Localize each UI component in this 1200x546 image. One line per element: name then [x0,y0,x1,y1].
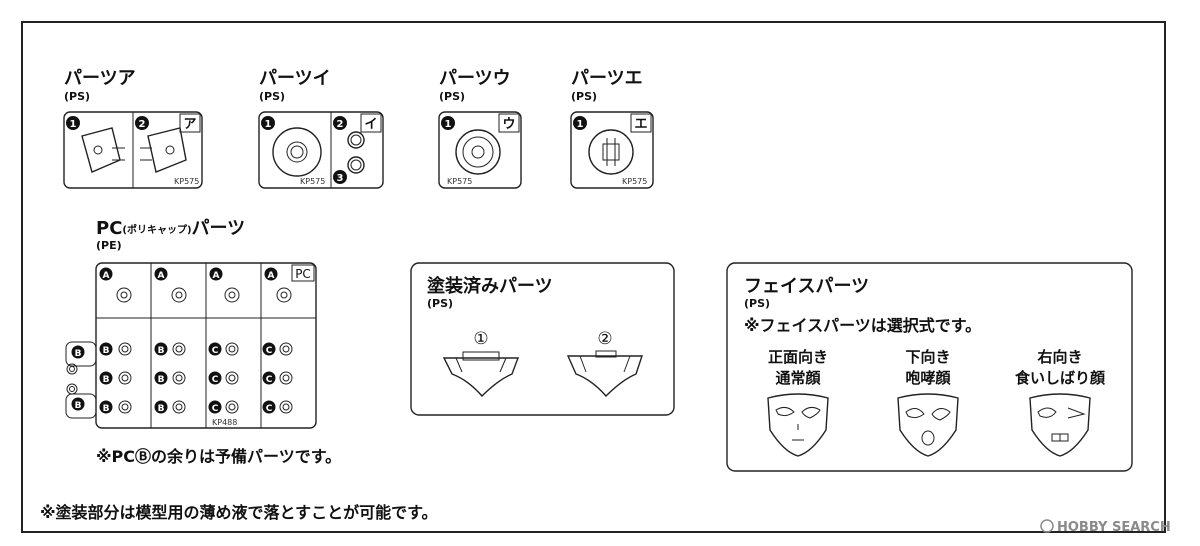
pc-tag: PC [295,267,311,281]
svg-text:C: C [212,404,219,414]
outer-frame [21,21,1166,533]
face-2-label-1: 下向き [905,348,950,366]
sprue-u: パーツウ (PS) 1 ウ KP575 [438,68,522,189]
sprue-e: パーツエ (PS) 1 エ KP575 [570,68,654,189]
pc-material: (PE) [96,239,122,252]
sprue-a-part-2 [147,127,187,173]
svg-text:B: B [75,401,82,411]
pc-bc-grid: B B B B B B C C C C C C [99,342,293,414]
painted-item-1-label: ① [473,329,488,349]
svg-text:B: B [158,346,165,356]
sprue-u-part-1 [455,129,501,175]
svg-text:A: A [158,271,165,281]
sprue-a: パーツア (PS) 1 2 ア KP575 [63,68,203,189]
watermark-logo-icon [1040,519,1054,533]
face-parts-frame [726,262,1133,472]
svg-text:1: 1 [70,119,77,130]
pc-spare-tabs: B B [65,341,97,419]
sprue-i-frame [258,111,384,189]
svg-text:A: A [268,271,275,281]
painted-parts-title: 塗装済みパーツ [427,275,553,297]
pc-code: KP488 [212,418,237,427]
face-parts-note: ※フェイスパーツは選択式です。 [744,316,981,335]
painted-part-1 [442,357,520,398]
pc-sprue: PC(ポリキャップ)パーツ (PE) PC A A A A B B B B B … [65,218,341,466]
svg-text:A: A [103,271,110,281]
painted-part-2 [566,355,643,398]
sprue-i-code: KP575 [300,177,325,186]
sprue-i-part-3 [347,156,365,174]
svg-text:2: 2 [337,119,344,130]
sprue-u-frame [438,111,522,189]
sprue-e-material: (PS) [571,90,597,103]
sprue-i-title: パーツイ [259,68,331,89]
svg-text:2: 2 [139,119,146,130]
painted-parts-panel: 塗装済みパーツ (PS) ① ② [410,262,675,416]
sprue-a-part-1 [81,127,121,173]
svg-text:C: C [266,404,273,414]
sprue-a-title: パーツア [64,68,136,89]
svg-text:B: B [103,346,110,356]
sprue-a-num-2 [135,116,149,130]
face-3-label-1: 右向き [1037,348,1082,366]
pc-title: PC(ポリキャップ)パーツ [96,218,245,239]
sprue-i-part-1 [272,127,322,177]
svg-text:C: C [212,346,219,356]
sprue-u-material: (PS) [439,90,465,103]
watermark: HOBBY SEARCH [1040,519,1171,535]
face-parts-panel: フェイスパーツ (PS) ※フェイスパーツは選択式です。 正面向き 通常顔 下向… [726,262,1133,472]
painted-item-2-label: ② [597,329,612,349]
svg-text:B: B [103,404,110,414]
svg-text:1: 1 [577,119,584,130]
sprue-i: パーツイ (PS) 1 2 3 イ KP575 [258,68,384,189]
face-parts-material: (PS) [744,297,770,310]
sprue-u-code: KP575 [447,177,472,186]
svg-text:3: 3 [337,173,344,184]
svg-text:B: B [75,349,82,359]
sprue-e-code: KP575 [622,177,647,186]
svg-text:B: B [158,404,165,414]
svg-text:C: C [212,375,219,385]
pc-a-row: A A A A [99,267,292,303]
svg-text:C: C [266,346,273,356]
sprue-u-title: パーツウ [439,68,511,89]
sprue-a-num-1 [66,116,80,130]
sprue-e-part-1 [588,129,634,175]
painted-parts-material: (PS) [427,297,453,310]
sprue-a-tag: ア [183,117,196,132]
face-parts-title: フェイスパーツ [744,276,869,297]
face-2-label-2: 咆哮顔 [905,369,951,387]
svg-text:1: 1 [445,119,452,130]
face-1-label-1: 正面向き [768,348,828,366]
sprue-e-frame [570,111,654,189]
svg-text:C: C [266,375,273,385]
svg-text:B: B [158,375,165,385]
pc-spare-note: ※PCⒷの余りは予備パーツです。 [96,447,341,466]
watermark-text: HOBBY SEARCH [1057,520,1171,535]
svg-text:1: 1 [265,119,272,130]
face-2-drawing [897,393,959,457]
sprue-a-material: (PS) [64,90,90,103]
sprue-i-material: (PS) [259,90,285,103]
face-3-drawing [1029,393,1091,457]
face-1-label-2: 通常顔 [775,369,821,387]
painted-parts-frame [410,262,675,416]
svg-text:A: A [213,271,220,281]
svg-text:B: B [103,375,110,385]
sprue-a-code: KP575 [174,177,199,186]
face-3-label-2: 食いしばり顔 [1015,369,1106,387]
footer-note: ※塗装部分は模型用の薄め液で落とすことが可能です。 [40,503,437,522]
sprue-u-tag: ウ [502,117,515,132]
face-1-drawing [767,393,829,457]
sprue-i-tag: イ [364,117,377,132]
sprue-e-tag: エ [634,117,647,132]
sprue-i-part-2 [347,131,365,149]
sprue-e-title: パーツエ [571,68,643,89]
